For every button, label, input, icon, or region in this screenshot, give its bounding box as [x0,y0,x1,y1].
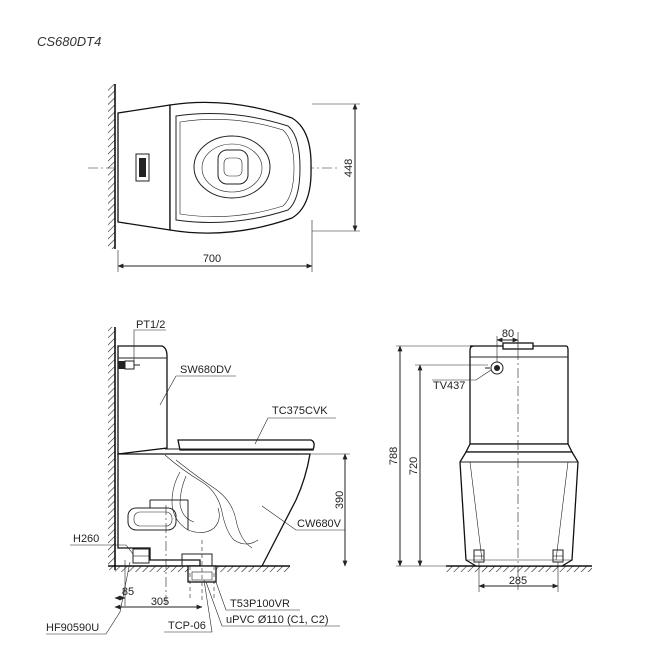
label-cw680v: CW680V [297,518,342,530]
label-tc375cvk: TC375CVK [272,405,328,417]
label-sw680dv: SW680DV [180,364,232,376]
front-base-dim: 285 [509,575,527,587]
top-flush-button [135,153,150,182]
side-roughin-dim: 305 [151,596,169,608]
front-bowl-outline [459,451,579,567]
label-tv437: TV437 [433,380,465,392]
top-wall-hatch [108,84,115,249]
label-pt12: PT1/2 [136,319,165,331]
side-tank-outline [117,345,168,455]
top-bowl-outline [169,101,312,234]
front-80-dim: 80 [502,328,514,340]
label-h260: H260 [73,533,99,545]
front-tank-outline [469,345,569,445]
label-tcp06: TCP-06 [168,620,206,632]
side-view: 390 85 305 PT1/2 SW680DV TC375CVK CW680V… [46,319,350,635]
front-inlet-height: 720 [408,457,420,475]
front-floor-hatch [446,566,592,572]
top-seat-outline [175,113,301,223]
front-total-height: 788 [388,447,400,465]
front-seat-band [464,443,574,453]
side-offset-dim: 85 [122,586,134,598]
side-rim-height-dim: 390 [334,491,346,509]
top-view: 448 700 [88,84,360,272]
top-width-dim: 700 [203,253,221,265]
label-upvc: uPVC Ø110 (C1, C2) [226,614,329,626]
front-view: 80 788 720 285 TV437 [388,328,592,592]
top-depth-dim: 448 [343,159,355,177]
model-title: CS680DT4 [37,34,101,49]
label-hf90590u: HF90590U [46,622,99,634]
top-bowl-opening [193,135,271,199]
side-seat-outline [177,439,315,451]
label-t53p100vr: T53P100VR [230,598,290,610]
side-wall-hatch [108,327,115,570]
